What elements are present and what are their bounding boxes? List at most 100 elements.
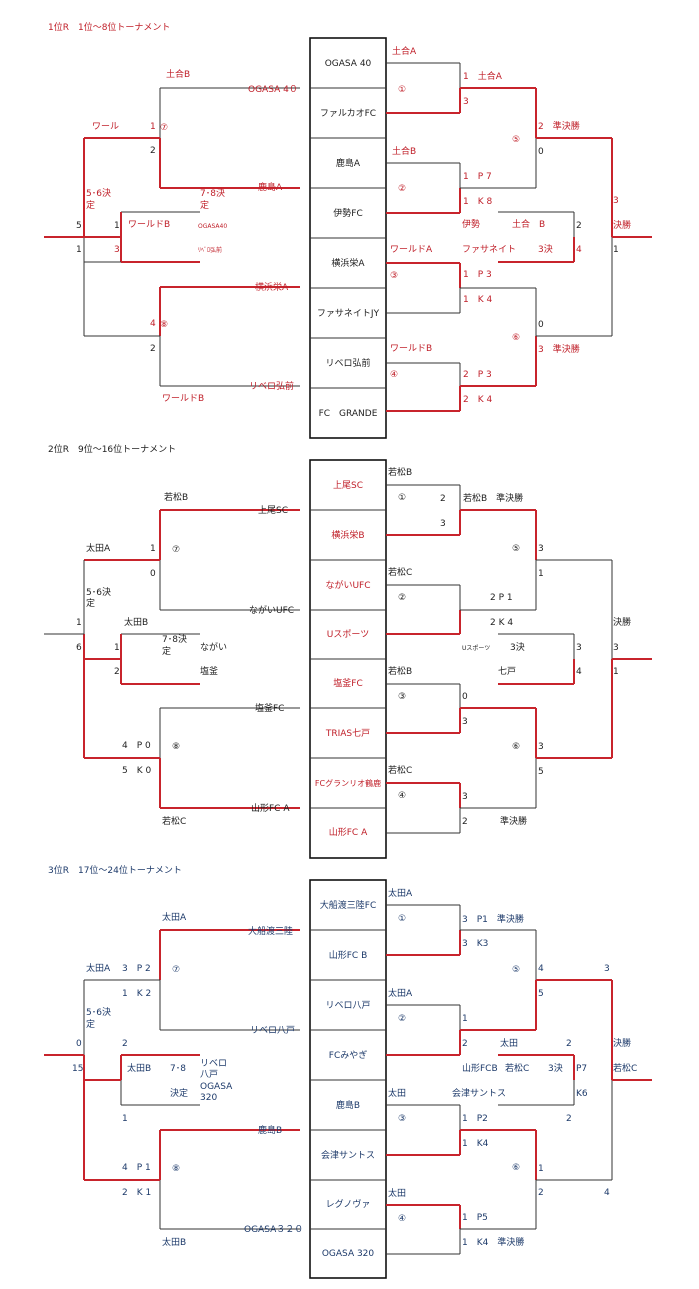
team-name: 鹿島A [336, 157, 361, 169]
match-number: ⑦ [172, 545, 180, 555]
score: K6 [576, 1089, 588, 1099]
team-label: 八戸 [200, 1069, 218, 1080]
match-number: ① [398, 914, 406, 924]
score: 3 K3 [462, 939, 488, 949]
final-label: 決勝 [613, 219, 631, 231]
team-label: 鹿島B [258, 1124, 282, 1136]
team-label: ワールドB [128, 220, 170, 230]
placement-label: 5･6決 [86, 1006, 111, 1018]
score: 2 P 1 [490, 593, 513, 603]
score: 4 [150, 319, 156, 329]
team-label: ワール [92, 122, 119, 132]
score: 2 P 3 [463, 370, 492, 380]
match-number: ⑧ [172, 1164, 180, 1174]
placement-label: 定 [86, 597, 95, 609]
referee-label: 若松B [164, 491, 188, 503]
score: 15 [72, 1064, 83, 1074]
referee-label: 準決勝 [500, 815, 527, 827]
referee-label: 若松B 準決勝 [463, 492, 523, 504]
team-label: 太田A [86, 542, 111, 554]
team-label: 塩釜FC [255, 702, 284, 714]
section-2: 2位R 9位～16位トーナメント 上尾SC 横浜栄B ながいUFC Uスポーツ … [44, 443, 652, 859]
referee-label: ワールドB [390, 344, 432, 354]
team-label: OGASA３２０ [244, 1225, 303, 1235]
match-number: ⑥ [512, 333, 520, 343]
placement-label: 3決 [510, 641, 525, 653]
placement-label: 決定 [170, 1087, 188, 1099]
score: 3 [538, 742, 544, 752]
score: 0 [538, 320, 544, 330]
team-label: 320 [200, 1093, 217, 1103]
referee-label: 太田A [388, 987, 413, 999]
score: 3 [604, 964, 610, 974]
score: 1 [150, 122, 156, 132]
score: 1 [613, 667, 619, 677]
score: 2 [150, 146, 156, 156]
placement-label: 7･8決 [162, 633, 187, 645]
referee-label: 太田 [388, 1087, 406, 1099]
team-name: 塩釜FC [333, 677, 362, 689]
section-title: 3位R 17位～24位トーナメント [48, 864, 182, 876]
final-winner-label: 若松C [613, 1062, 637, 1074]
team-name: 上尾SC [333, 480, 363, 491]
score: 1 K4 [462, 1139, 489, 1149]
team-label: リベロ [200, 1059, 227, 1069]
score: 1 土合A [463, 70, 503, 82]
team-label: OGASA 4０ [248, 85, 298, 95]
placement-label: 7･8決 [200, 187, 225, 199]
left-bracket: 上尾SC ながいUFC 塩釜FC 山形FC A 若松B 太田A 1 0 ⑦ 5･… [44, 491, 300, 827]
score: 0 [538, 147, 544, 157]
referee-label: 土合A [392, 45, 417, 57]
referee-label: ワールドB [162, 394, 204, 404]
team-name: 山形FC B [329, 949, 368, 961]
score: 1 P 7 [463, 172, 492, 182]
match-number: ⑦ [160, 123, 168, 133]
team-label: OGASA40 [198, 223, 227, 230]
team-name: 横浜栄B [331, 529, 364, 541]
score: 5 [76, 221, 82, 231]
referee-label: 土合B [166, 68, 190, 80]
team-label: 横浜栄A [255, 281, 289, 293]
score: 3 準決勝 [538, 343, 580, 355]
final-label: 決勝 [613, 1037, 631, 1049]
score: 2 [462, 1039, 468, 1049]
team-label: 太田B [124, 616, 148, 628]
score: 1 P 3 [463, 270, 492, 280]
score: 3 [463, 97, 469, 107]
match-number: ② [398, 593, 406, 603]
score: 3 P 2 [122, 964, 151, 974]
team-label: 伊勢 [462, 218, 480, 230]
score: 2 K 1 [122, 1188, 151, 1198]
score: 0 [150, 569, 156, 579]
referee-label: 太田A [388, 887, 413, 899]
score: 1 K 8 [463, 197, 492, 207]
section-3: 3位R 17位～24位トーナメント 大船渡三陸FC 山形FC B リベロ八戸 F… [44, 864, 652, 1279]
match-number: ② [398, 184, 406, 194]
team-column-frame [309, 879, 387, 1279]
score: 1 K4 準決勝 [462, 1236, 524, 1248]
team-name: ファサネイトJY [317, 308, 380, 319]
left-bracket: 大船渡三陸 リベロ八戸 鹿島B OGASA３２０ 太田A 太田A 3 P 2 1… [44, 911, 303, 1248]
score: 5 [538, 767, 544, 777]
referee-label: ワールドA [390, 245, 433, 255]
score: 3 [114, 245, 120, 255]
right-bracket: 土合A ① 土合B ② ワールドA ③ ワールドB ④ 1 土合A 3 1 P … [386, 45, 652, 412]
team-label: リベロ弘前 [249, 380, 294, 392]
referee-label: 太田A [162, 911, 187, 923]
section-1: 1位R 1位～8位トーナメント OGASA 40 ファルカオFC 鹿島A 伊勢F… [44, 21, 652, 439]
score: 3 [462, 717, 468, 727]
team-name: 山形FC A [329, 826, 368, 838]
match-number: ⑤ [512, 965, 520, 975]
score: 2 [576, 221, 582, 231]
score: 4 [576, 245, 582, 255]
score: 1 [76, 245, 82, 255]
team-name: FCみやぎ [329, 1049, 367, 1061]
team-label: 山形FC A [251, 802, 290, 814]
score: 2 K 4 [490, 618, 513, 628]
score: 4 [604, 1188, 610, 1198]
referee-label: 太田 [388, 1187, 406, 1199]
match-number: ④ [390, 370, 398, 380]
score: 1 [150, 544, 156, 554]
team-label: 山形FCB [462, 1062, 498, 1074]
team-label: ﾘﾍﾞﾛ弘前 [198, 246, 222, 254]
